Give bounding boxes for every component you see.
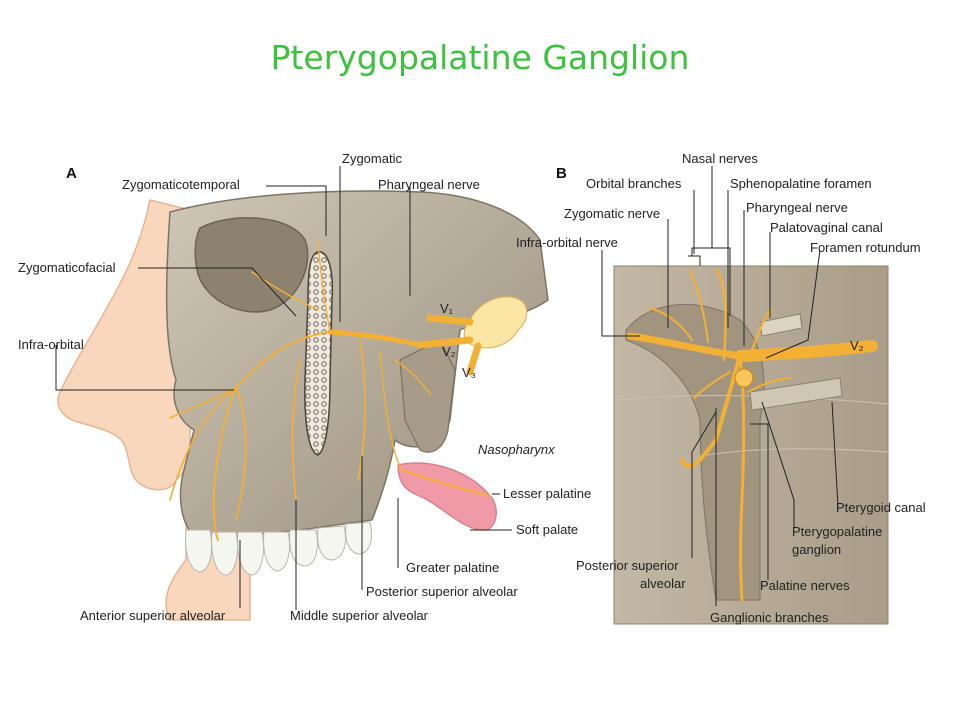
label-pterygoid-canal: Pterygoid canal (836, 500, 926, 515)
label-palatovaginal-canal: Palatovaginal canal (770, 220, 883, 235)
pterygoid-plate (399, 339, 456, 453)
pterygopalatine-ganglion-shape (734, 368, 754, 388)
face-silhouette (57, 199, 251, 621)
panel-b-leaders (601, 166, 839, 606)
label-pterygopalatine-ganglion-line2: ganglion (792, 542, 841, 557)
label-ganglionic-branches: Ganglionic branches (710, 610, 829, 625)
label-nasopharynx: Nasopharynx (478, 442, 555, 457)
label-infra-orbital: Infra-orbital (18, 337, 84, 352)
palatovaginal-canal-shape (759, 313, 803, 337)
maxillary-nerve-branches (169, 239, 491, 541)
label-nasal-nerves: Nasal nerves (682, 151, 758, 166)
bone-edge-2 (699, 448, 889, 457)
label-soft-palate: Soft palate (516, 522, 578, 537)
label-palatine-nerves: Palatine nerves (760, 578, 850, 593)
label-orbital-branches: Orbital branches (586, 176, 682, 191)
label-zygomaticofacial: Zygomaticofacial (18, 260, 116, 275)
label-greater-palatine: Greater palatine (406, 560, 499, 575)
label-zygomatic: Zygomatic (342, 151, 402, 166)
pterygoid-canal-shape (749, 377, 843, 411)
zygomatic-cut-section (304, 251, 334, 456)
label-b-pharyngeal-nerve: Pharyngeal nerve (746, 200, 848, 215)
label-b-posterior-superior-alveolar-line1: Posterior superior (576, 558, 679, 573)
label-zygomaticotemporal: Zygomaticotemporal (122, 177, 240, 192)
label-v1: V₁ (440, 301, 454, 316)
label-pterygopalatine-ganglion-line1: Pterygopalatine (792, 524, 882, 539)
panel-a-letter: A (66, 165, 77, 182)
teeth (185, 521, 373, 576)
panel-b-letter: B (556, 165, 567, 182)
panel-b: B V₂ (516, 151, 926, 625)
label-b-posterior-superior-alveolar-line2: alveolar (640, 576, 686, 591)
panel-a: A (18, 151, 591, 623)
label-infra-orbital-nerve: Infra-orbital nerve (516, 235, 618, 250)
label-lesser-palatine: Lesser palatine (503, 486, 591, 501)
label-middle-superior-alveolar: Middle superior alveolar (290, 608, 429, 623)
label-b-v2: V₂ (850, 338, 864, 353)
panel-a-leaders (55, 166, 512, 610)
label-anterior-superior-alveolar: Anterior superior alveolar (80, 608, 226, 623)
label-v2: V₂ (442, 344, 456, 359)
label-sphenopalatine-foramen: Sphenopalatine foramen (730, 176, 872, 191)
label-pharyngeal-nerve: Pharyngeal nerve (378, 177, 480, 192)
label-posterior-superior-alveolar: Posterior superior alveolar (366, 584, 518, 599)
label-foramen-rotundum: Foramen rotundum (810, 240, 921, 255)
label-zygomatic-nerve: Zygomatic nerve (564, 206, 660, 221)
label-v3: V₃ (462, 365, 476, 380)
slide-title: Pterygopalatine Ganglion (270, 38, 690, 77)
